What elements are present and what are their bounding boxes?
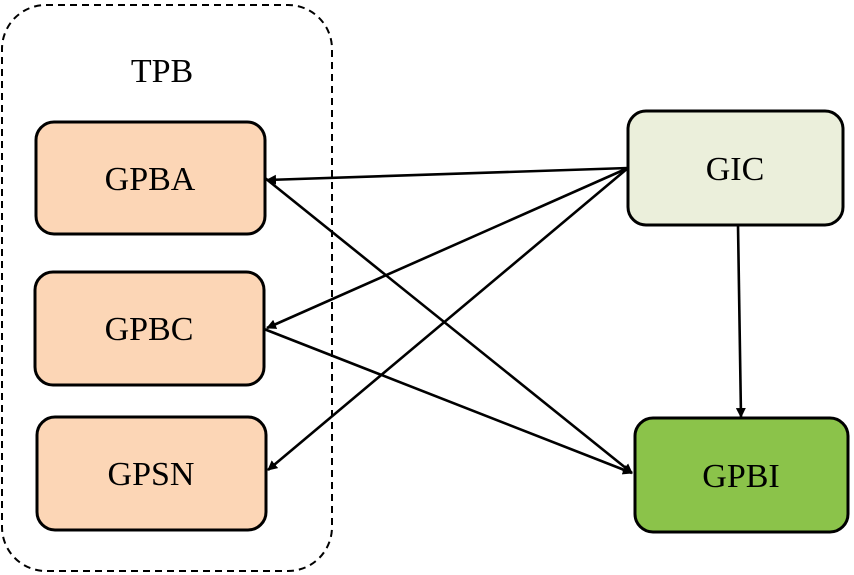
node-gic-label: GIC xyxy=(706,151,765,188)
edge-gic-to-gpbi xyxy=(735,224,746,418)
node-gpsn: GPSN xyxy=(35,415,268,532)
tpb-group-label: TPB xyxy=(131,53,193,90)
node-gpbi-box xyxy=(633,416,850,534)
edge-gic-to-gpbc xyxy=(266,166,629,330)
node-gic: GIC xyxy=(626,109,845,227)
tpb-group-box xyxy=(1,4,333,572)
edge-gpbc-to-gpbi xyxy=(263,327,633,475)
node-gpbc-box xyxy=(33,270,266,387)
node-gpba-label: GPBA xyxy=(105,161,196,198)
node-gpbc: GPBC xyxy=(33,270,266,387)
edge-gic-to-gpsn xyxy=(267,167,629,471)
edge-gpba-to-gpbi xyxy=(264,176,633,475)
node-gpsn-label: GPSN xyxy=(108,456,195,493)
node-gpbi: GPBI xyxy=(633,416,850,534)
node-gpba: GPBA xyxy=(34,120,267,236)
node-gpbi-label: GPBI xyxy=(702,458,779,495)
node-gpsn-box xyxy=(35,415,268,532)
node-gpbc-label: GPBC xyxy=(105,311,194,348)
edge-gic-to-gpba xyxy=(266,166,629,185)
